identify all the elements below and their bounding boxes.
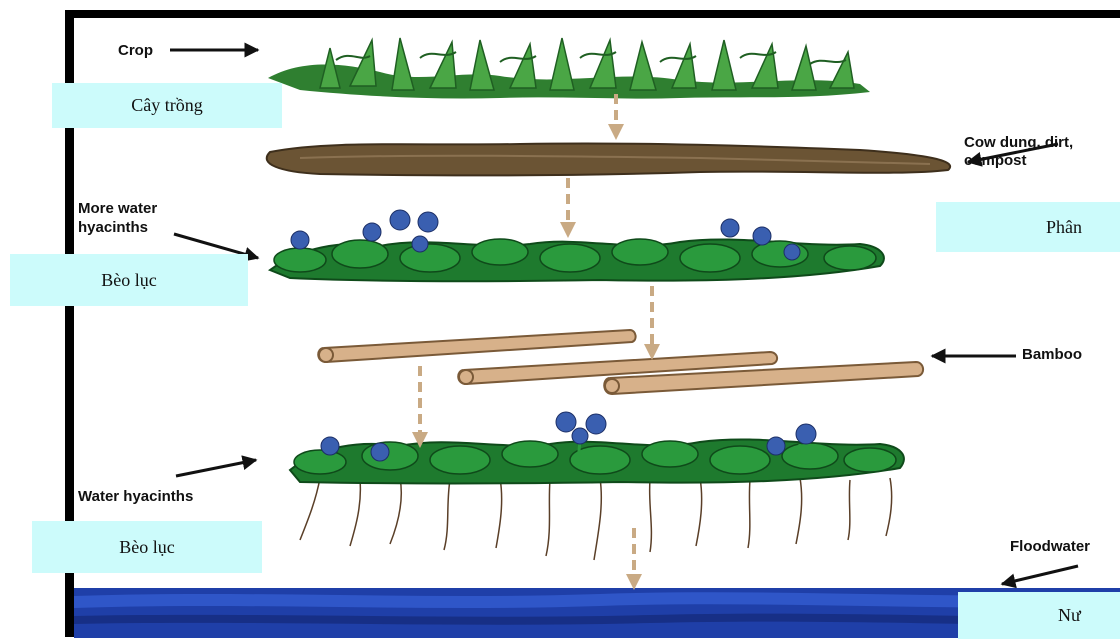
water-translation-box: Nư [958, 592, 1120, 639]
label-arrows [170, 50, 1078, 584]
floodwater-label: Floodwater [1010, 538, 1090, 556]
crop-translation-box: Cây trồng [52, 83, 282, 128]
upper-hyacinth-layer [270, 210, 884, 281]
fertilizer-translation-box: Phân [936, 202, 1120, 252]
bamboo-label: Bamboo [1022, 346, 1082, 364]
more-hyacinths-label-line2: hyacinths [78, 219, 148, 237]
cow-dung-label-line2: compost [964, 152, 1027, 170]
crop-layer [268, 38, 870, 99]
water-hyacinths-label: Water hyacinths [78, 488, 193, 506]
crop-label: Crop [118, 42, 153, 60]
more-hyacinths-label-line1: More water [78, 200, 157, 218]
cow-dung-label-line1: Cow dung, dirt, [964, 134, 1073, 152]
dung-layer [267, 143, 950, 175]
bamboo-layer [318, 330, 923, 394]
lower-hyacinth-layer [290, 412, 904, 560]
hyacinth-top-translation-box: Bèo lục [10, 254, 248, 306]
hyacinth-bottom-translation-box: Bèo lục [32, 521, 262, 573]
